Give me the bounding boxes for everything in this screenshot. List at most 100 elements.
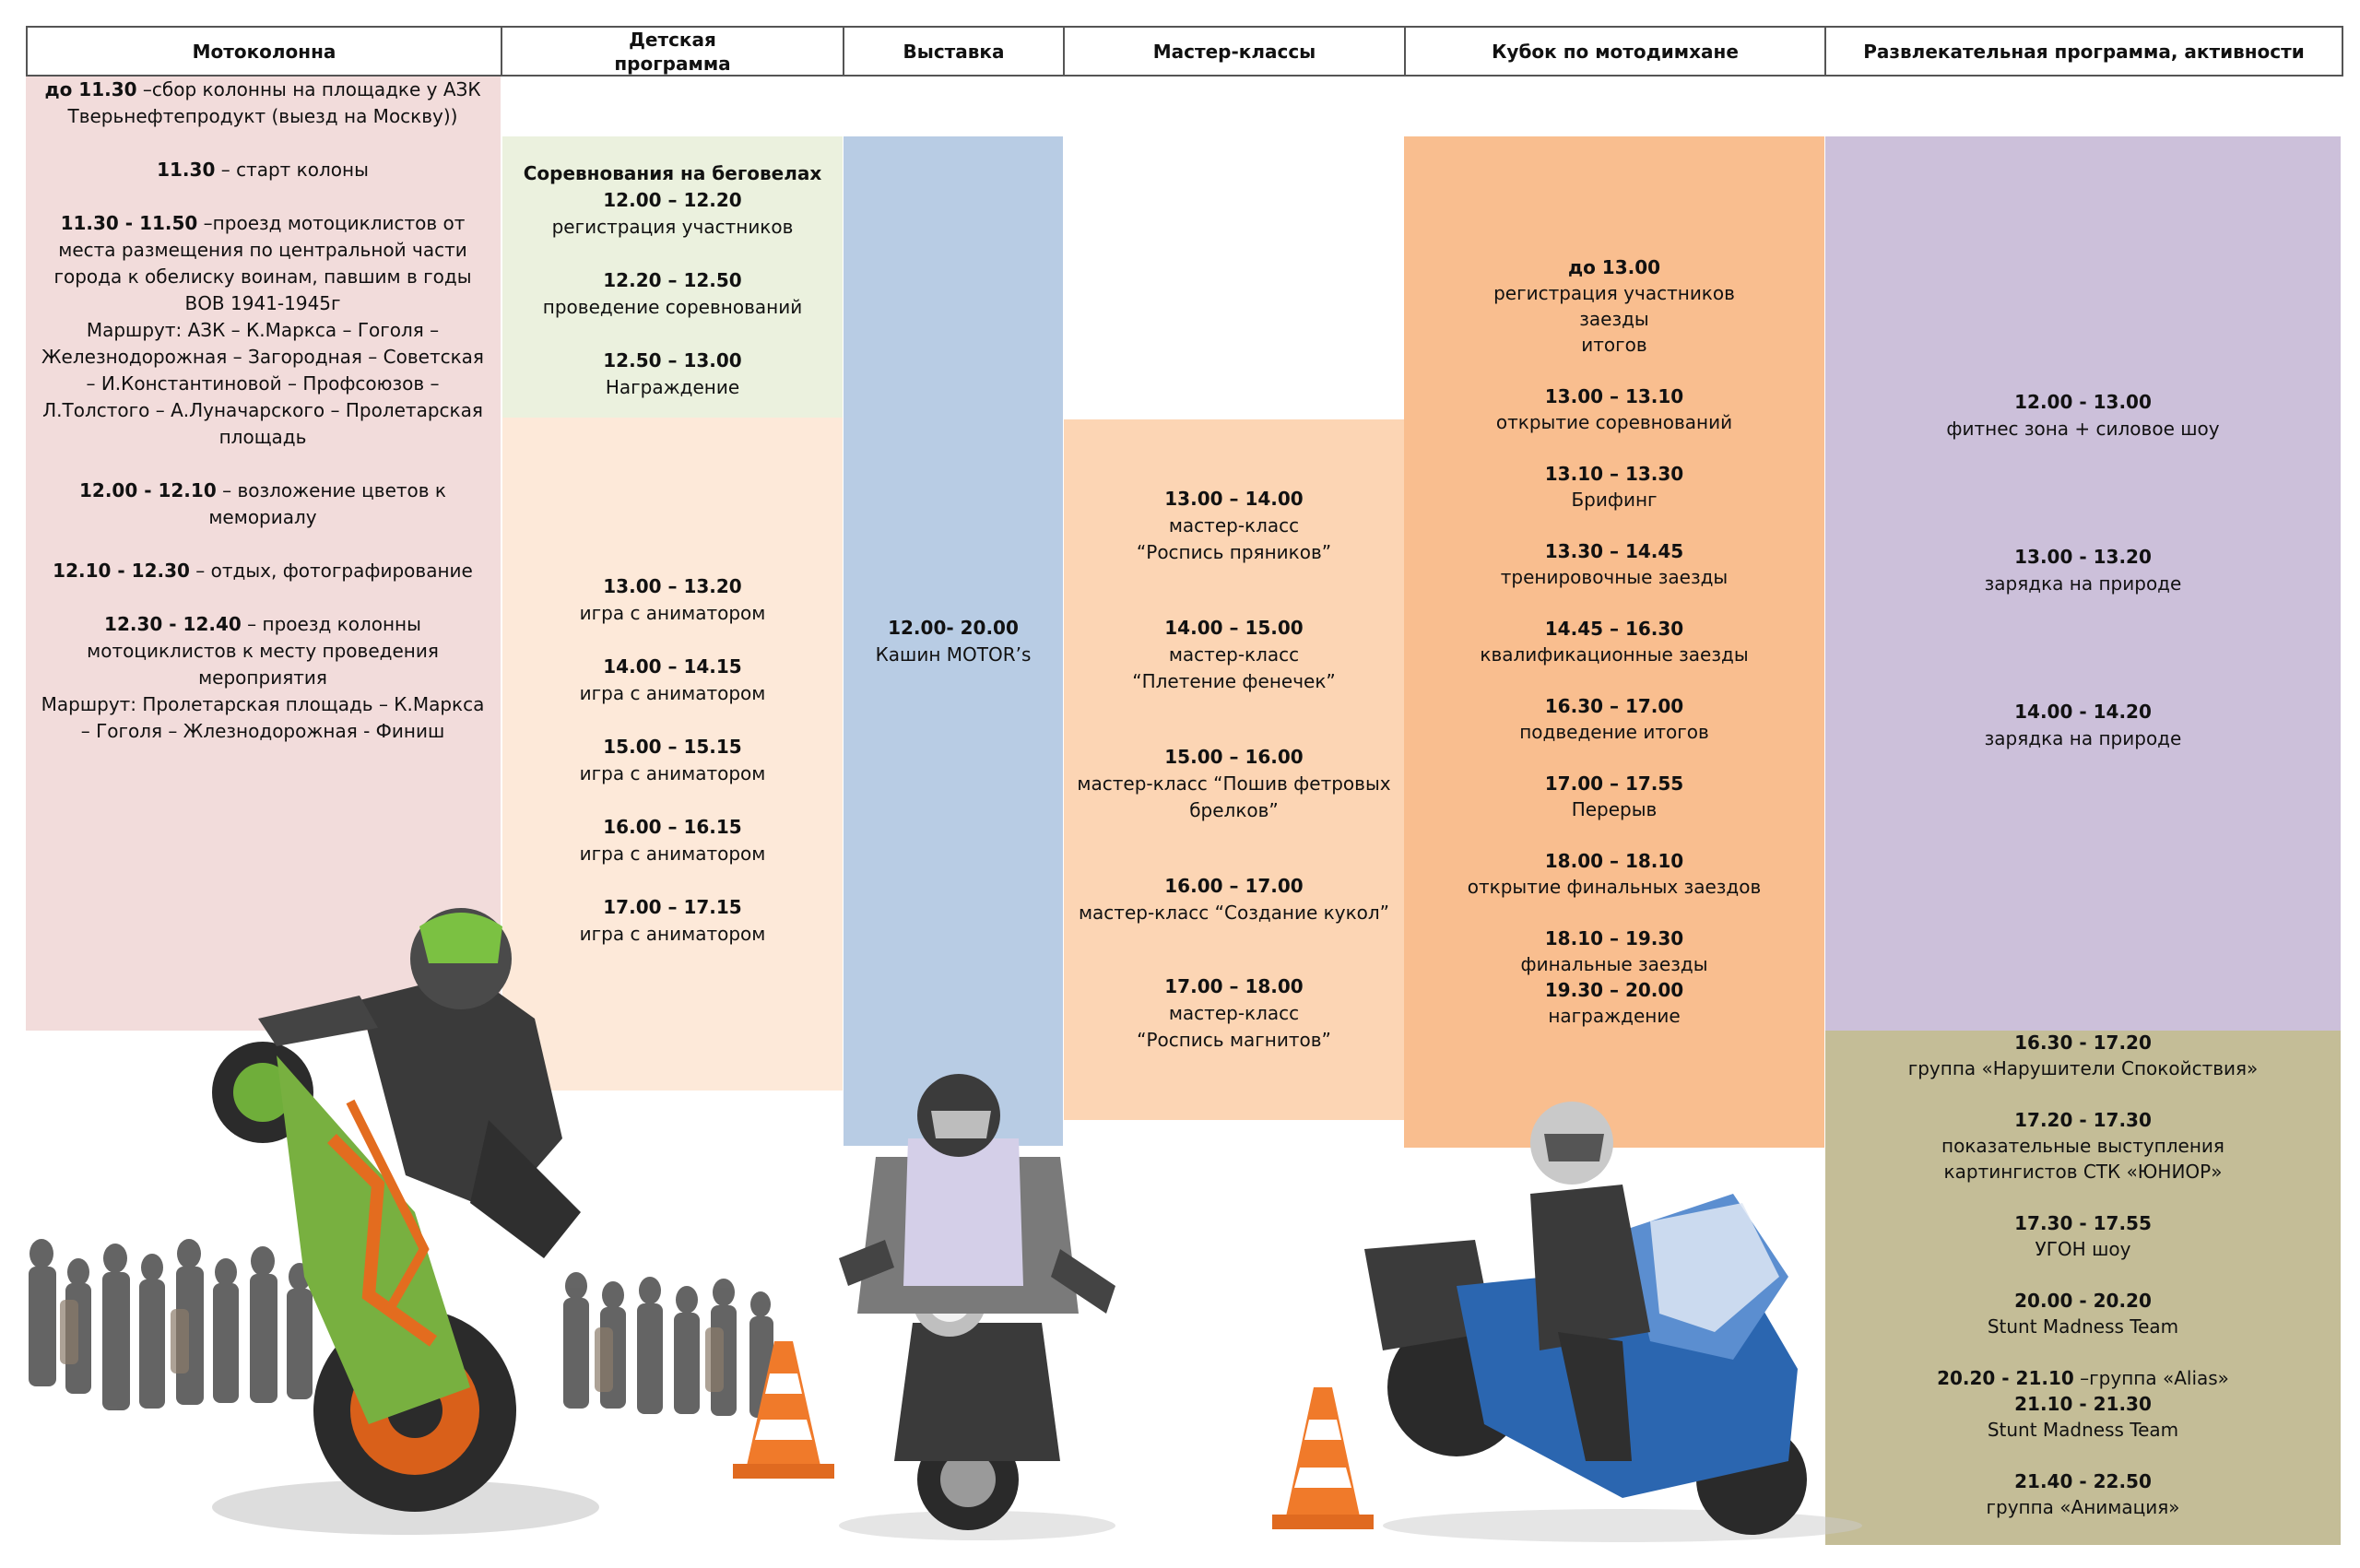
masterclass-desc: мастер-класс “Создание кукол” <box>1078 902 1390 924</box>
motorcade-text: – отдых, фотографирование <box>189 560 473 582</box>
header-motorcade: Мотоколонна <box>26 26 502 77</box>
traffic-cone-icon <box>733 1341 834 1479</box>
cup-desc: открытие соревнований <box>1495 411 1733 433</box>
cup-desc: Брифинг <box>1571 489 1658 511</box>
kids-desc: Награждение <box>605 376 740 398</box>
masterclass-schedule: 13.00 – 14.00 мастер-класс “Роспись прян… <box>1069 486 1398 1054</box>
cup-schedule: до 13.00 регистрация участников заезды и… <box>1404 254 1824 1029</box>
motorcade-bg <box>26 77 501 1031</box>
kids-race-bg <box>502 136 843 418</box>
cup-time: 19.30 – 20.00 <box>1544 979 1684 1001</box>
activity-time: 13.00 - 13.20 <box>2014 546 2152 568</box>
kids-time: 12.00 – 12.20 <box>603 189 742 211</box>
evening-desc: –группа «Alias» <box>2073 1367 2229 1389</box>
kids-game-time: 13.00 – 13.20 <box>603 575 742 597</box>
kids-game-time: 15.00 – 15.15 <box>603 736 742 758</box>
evening-desc: показательные выступления <box>1941 1135 2224 1157</box>
kids-games-bg <box>502 418 843 1091</box>
motorcade-time: 12.00 - 12.10 <box>78 479 217 501</box>
kids-time: 12.50 – 13.00 <box>603 349 742 371</box>
motorcade-text: – старт колоны <box>215 159 369 181</box>
evening-time: 20.00 - 20.20 <box>2014 1290 2152 1312</box>
header-cup: Кубок по мотодимхане <box>1404 26 1826 77</box>
motorcade-time: 11.30 <box>157 159 216 181</box>
evening-desc: Stunt Madness Team <box>1987 1315 2179 1338</box>
evening-time: 21.40 - 22.50 <box>2014 1470 2152 1492</box>
masterclass-time: 13.00 – 14.00 <box>1164 488 1304 510</box>
cup-bg <box>1404 136 1824 1148</box>
entertainment-olive-bg <box>1825 1031 2341 1545</box>
cup-time: 13.10 – 13.30 <box>1544 463 1684 485</box>
cup-time: 14.45 – 16.30 <box>1544 618 1684 640</box>
exhibition-bg <box>844 136 1063 1146</box>
stunt-motorcycle-icon <box>212 908 599 1535</box>
exhibition-time: 12.00- 20.00 <box>888 617 1019 639</box>
activity-time: 14.00 - 14.20 <box>2014 701 2152 723</box>
touring-motorcycle-icon <box>1364 1102 1862 1542</box>
activity-desc: фитнес зона + силовое шоу <box>1946 418 2220 440</box>
cup-desc: финальные заезды <box>1520 953 1708 975</box>
masterclass-time: 17.00 – 18.00 <box>1164 975 1304 997</box>
activity-desc: зарядка на природе <box>1984 572 2182 595</box>
evening-desc: УГОН шоу <box>2035 1238 2131 1260</box>
evening-time: 20.20 - 21.10 <box>1937 1367 2074 1389</box>
evening-time: 21.10 - 21.30 <box>2014 1393 2152 1415</box>
header-masterclasses: Мастер-классы <box>1063 26 1406 77</box>
evening-desc: картингистов СТК «ЮНИОР» <box>1943 1161 2223 1183</box>
kids-desc: регистрация участников <box>551 216 794 238</box>
cup-desc: Перерыв <box>1571 798 1658 820</box>
exhibition-desc: Кашин MOTOR’s <box>875 643 1032 666</box>
evening-desc: группа «Анимация» <box>1986 1496 2180 1518</box>
motorcade-route: Маршрут: АЗК – К.Маркса – Гоголя – Желез… <box>41 319 484 448</box>
entertainment-activities: 12.00 - 13.00 фитнес зона + силовое шоу … <box>1825 389 2341 752</box>
cup-time: 16.30 – 17.00 <box>1544 695 1684 717</box>
crowd-icon <box>29 1239 773 1418</box>
evening-desc: Stunt Madness Team <box>1987 1419 2179 1441</box>
kids-game-time: 14.00 – 14.15 <box>603 655 742 678</box>
kids-race-title: Соревнования на беговелах <box>523 162 822 184</box>
motorcade-time: до 11.30 <box>44 78 137 100</box>
kids-time: 12.20 – 12.50 <box>603 269 742 291</box>
cup-desc: подведение итогов <box>1519 721 1709 743</box>
activity-desc: зарядка на природе <box>1984 727 2182 749</box>
entertainment-evening: 16.30 - 17.20 группа «Нарушители Спокойс… <box>1825 1030 2341 1520</box>
kids-game-desc: игра с аниматором <box>579 843 766 865</box>
entertainment-purple-bg <box>1825 136 2341 1032</box>
cup-desc: награждение <box>1548 1005 1681 1027</box>
kids-game-desc: игра с аниматором <box>579 682 766 704</box>
kids-game-time: 16.00 – 16.15 <box>603 816 742 838</box>
header-exhibition: Выставка <box>843 26 1065 77</box>
motorcade-text: –сбор колонны на площадке у АЗК Тверьнеф… <box>67 78 481 127</box>
cup-desc: итогов <box>1581 334 1647 356</box>
header-kids: Детская программа <box>501 26 844 77</box>
cup-time: до 13.00 <box>1567 256 1661 278</box>
motorcade-time: 11.30 - 11.50 <box>60 212 198 234</box>
motorcade-text: – проезд колонны мотоциклистов к месту п… <box>87 613 439 689</box>
motorcade-time: 12.30 - 12.40 <box>104 613 242 635</box>
motorcade-text: –проезд мотоциклистов от места размещени… <box>53 212 472 314</box>
cup-desc: заезды <box>1579 308 1649 330</box>
kids-games-schedule: 13.00 – 13.20 игра с аниматором 14.00 – … <box>502 573 843 948</box>
kids-game-time: 17.00 – 17.15 <box>603 896 742 918</box>
evening-time: 17.20 - 17.30 <box>2014 1109 2152 1131</box>
activity-time: 12.00 - 13.00 <box>2014 391 2152 413</box>
rider-motorcycle-icon <box>839 1074 1115 1540</box>
masterclass-time: 14.00 – 15.00 <box>1164 617 1304 639</box>
masterclasses-bg <box>1064 419 1404 1120</box>
evening-desc: группа «Нарушители Спокойствия» <box>1907 1057 2259 1079</box>
cup-time: 17.00 – 17.55 <box>1544 772 1684 795</box>
motorcade-time: 12.10 - 12.30 <box>53 560 190 582</box>
kids-race-schedule: Соревнования на беговелах 12.00 – 12.20 … <box>502 160 843 401</box>
motorcade-schedule: до 11.30 –сбор колонны на площадке у АЗК… <box>37 77 489 745</box>
masterclass-desc: мастер-класс “Пошив фетровых брелков” <box>1077 772 1391 821</box>
masterclass-time: 16.00 – 17.00 <box>1164 875 1304 897</box>
kids-desc: проведение соревнований <box>542 296 803 318</box>
evening-time: 16.30 - 17.20 <box>2014 1032 2152 1054</box>
cup-time: 18.00 – 18.10 <box>1544 850 1684 872</box>
exhibition-schedule: 12.00- 20.00 Кашин MOTOR’s <box>844 615 1063 668</box>
masterclass-desc: мастер-класс “Плетение фенечек” <box>1132 643 1336 692</box>
cup-time: 13.30 – 14.45 <box>1544 540 1684 562</box>
header-entertainment: Развлекательная программа, активности <box>1824 26 2343 77</box>
cup-desc: квалификационные заезды <box>1480 643 1749 666</box>
masterclass-desc: мастер-класс “Роспись пряников” <box>1136 514 1332 563</box>
